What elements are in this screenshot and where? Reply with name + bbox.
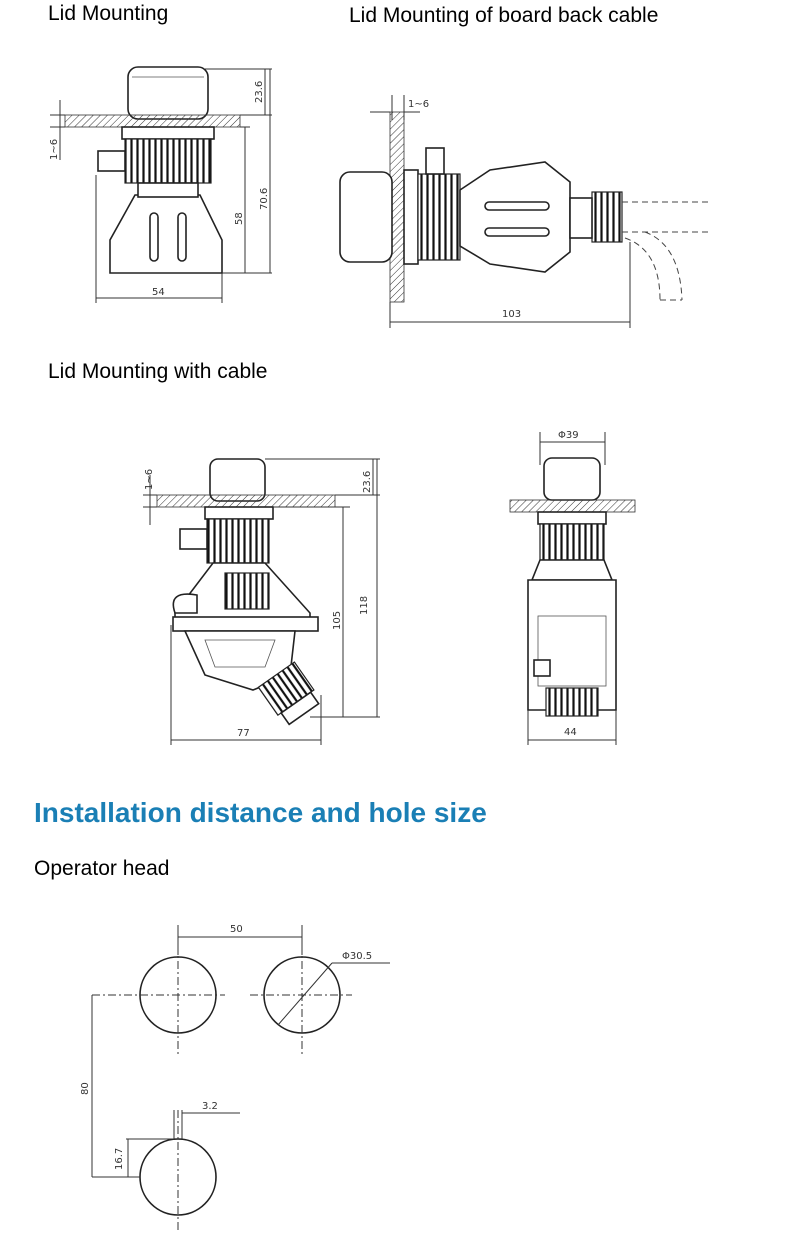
- board-back-drawing: 1~6 103: [339, 95, 710, 328]
- dim-pitch-v: 80: [80, 1082, 91, 1095]
- lid-mounting-drawing: 23.6 58 70.6 1~6 54: [49, 66, 272, 303]
- dim-total: 70.6: [259, 188, 270, 210]
- dim-cable-width: 77: [237, 728, 250, 739]
- side-view-drawing: Φ39 44: [509, 430, 636, 745]
- hole-size-drawing: 50 Φ30.5 80 3.2 16.7: [80, 924, 390, 1230]
- dim-board-panel: 1~6: [408, 99, 429, 110]
- dim-panel: 1~6: [49, 139, 60, 160]
- dim-width: 54: [152, 287, 165, 298]
- dim-hole-diameter: Φ30.5: [342, 951, 372, 962]
- caption-operator-head: Operator head: [34, 857, 170, 880]
- caption-lid-mounting-board-back: Lid Mounting of board back cable: [349, 4, 659, 27]
- dim-side-width: 44: [564, 727, 577, 738]
- caption-lid-mounting-with-cable: Lid Mounting with cable: [48, 360, 268, 383]
- dim-top: 23.6: [254, 81, 265, 103]
- dim-key-width: 3.2: [202, 1101, 218, 1112]
- dim-key-height: 16.7: [114, 1148, 125, 1170]
- section-heading: Installation distance and hole size: [34, 797, 487, 828]
- dim-cable-top: 23.6: [362, 471, 373, 493]
- dim-board-length: 103: [502, 309, 521, 320]
- dim-pitch-h: 50: [230, 924, 243, 935]
- dim-side-diameter: Φ39: [558, 430, 579, 441]
- dim-cable-total: 118: [359, 596, 370, 615]
- dim-body: 58: [234, 212, 245, 225]
- with-cable-drawing: 23.6 105 118 1~6 77: [143, 458, 380, 745]
- dim-cable-panel: 1~6: [144, 469, 155, 490]
- dim-cable-body: 105: [332, 611, 343, 630]
- caption-lid-mounting: Lid Mounting: [48, 2, 169, 25]
